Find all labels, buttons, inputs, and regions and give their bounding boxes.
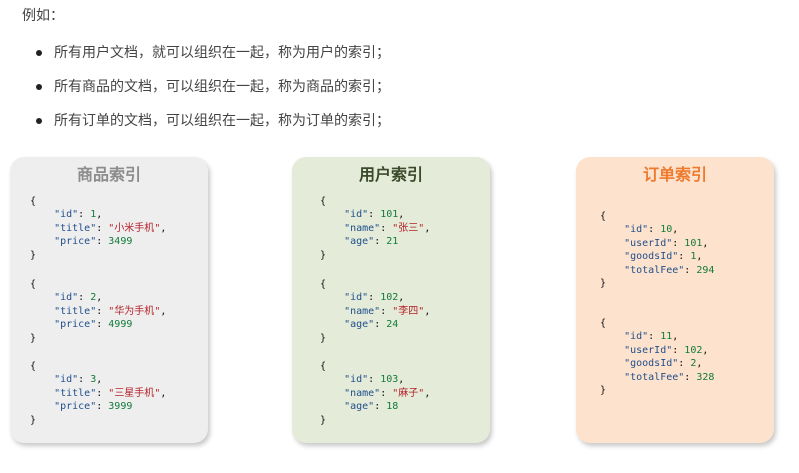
product-id-value: 1 [90, 209, 97, 221]
user-id-value: 101 [380, 209, 399, 221]
order-doc-1: { "id": 10, "userId": 101, "goodsId": 1,… [600, 211, 715, 290]
user-doc-2: { "id": 102, "name": "李四", "age": 24 } [320, 279, 431, 344]
bullet-item: 所有商品的文档，可以组织在一起，称为商品的索引； [36, 74, 390, 108]
product-price-value: 3999 [108, 401, 133, 413]
bullet-text: 所有商品的文档，可以组织在一起，称为商品的索引； [54, 79, 390, 95]
order-id-value: 11 [660, 331, 673, 343]
order-userid-value: 101 [684, 237, 703, 249]
user-id-value: 102 [380, 292, 399, 304]
user-name-value: 麻子 [398, 387, 419, 399]
product-doc-1: { "id": 1, "title": "小米手机", "price": 349… [30, 196, 167, 261]
order-doc-2: { "id": 11, "userId": 102, "goodsId": 2,… [600, 318, 715, 397]
product-price-value: 4999 [108, 319, 133, 331]
user-age-value: 18 [386, 401, 399, 413]
bullet-text: 所有订单的文档，可以组织在一起，称为订单的索引； [54, 113, 390, 129]
user-name-value: 张三 [398, 222, 419, 234]
bullet-text: 所有用户文档，就可以组织在一起，称为用户的索引； [54, 45, 390, 61]
product-doc-2: { "id": 2, "title": "华为手机", "price": 499… [30, 279, 167, 344]
order-totalfee-value: 294 [696, 264, 715, 276]
bullet-dot-icon [36, 84, 42, 90]
product-price-value: 3499 [108, 236, 133, 248]
product-doc-3: { "id": 3, "title": "三星手机", "price": 399… [30, 361, 167, 426]
order-id-value: 10 [660, 224, 673, 236]
product-title-value: 三星手机 [114, 387, 155, 399]
user-name-value: 李四 [398, 305, 419, 317]
user-age-value: 21 [386, 236, 399, 248]
intro-text: 例如： [22, 8, 64, 24]
user-id-value: 103 [380, 374, 399, 386]
product-index-title: 商品索引 [76, 165, 141, 184]
user-doc-1: { "id": 101, "name": "张三", "age": 21 } [320, 196, 431, 261]
bullet-dot-icon [36, 118, 42, 124]
user-age-value: 24 [386, 319, 399, 331]
user-index-card: 用户索引 { "id": 101, "name": "张三", "age": 2… [292, 157, 490, 443]
user-index-title: 用户索引 [358, 165, 423, 184]
order-userid-value: 102 [684, 344, 703, 356]
bullet-list: 所有用户文档，就可以组织在一起，称为用户的索引； 所有商品的文档，可以组织在一起… [36, 40, 390, 142]
order-totalfee-value: 328 [696, 371, 715, 383]
product-id-value: 3 [90, 374, 97, 386]
bullet-dot-icon [36, 50, 42, 56]
order-goodsid-value: 1 [690, 251, 697, 263]
order-index-card: 订单索引 { "id": 10, "userId": 101, "goodsId… [576, 157, 774, 443]
bullet-item: 所有订单的文档，可以组织在一起，称为订单的索引； [36, 108, 390, 142]
product-title-value: 小米手机 [114, 222, 155, 234]
product-title-value: 华为手机 [114, 305, 155, 317]
bullet-item: 所有用户文档，就可以组织在一起，称为用户的索引； [36, 40, 390, 74]
product-id-value: 2 [90, 292, 97, 304]
order-index-title: 订单索引 [642, 165, 707, 184]
order-goodsid-value: 2 [690, 358, 697, 370]
user-doc-3: { "id": 103, "name": "麻子", "age": 18 } [320, 361, 431, 426]
product-index-card: 商品索引 { "id": 1, "title": "小米手机", "price"… [10, 157, 208, 443]
